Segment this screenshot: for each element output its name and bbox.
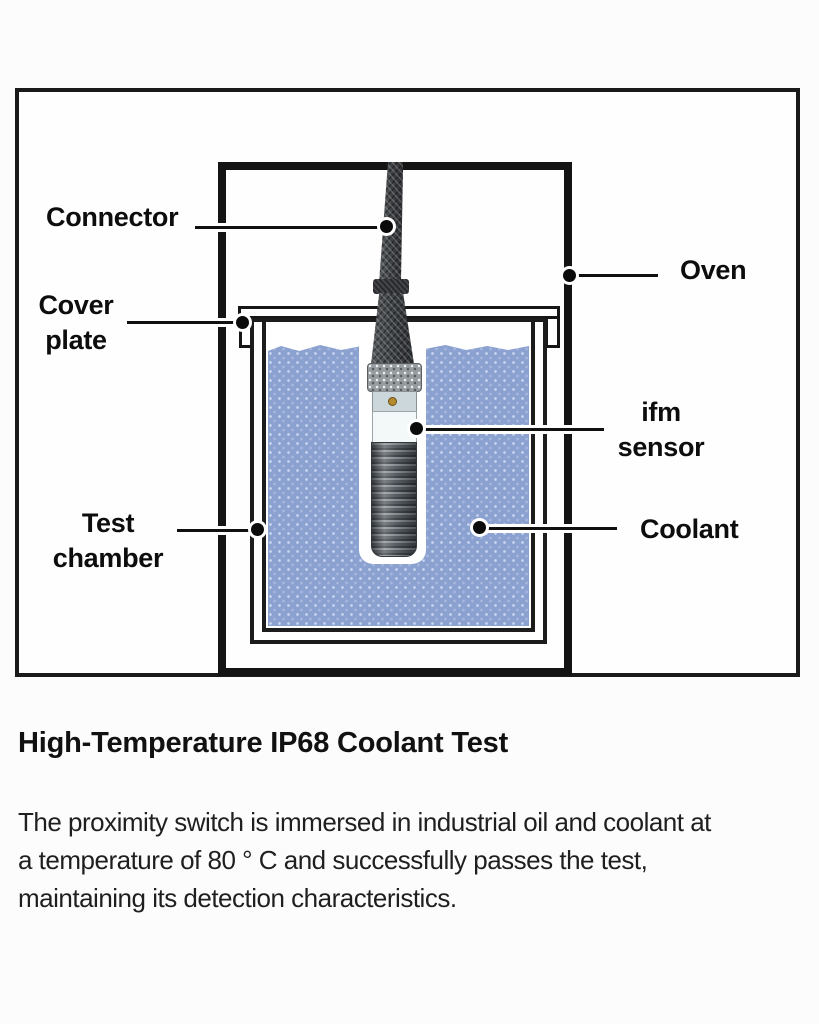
label-coolant: Coolant [640,514,739,544]
label-cover-plate: Cover plate [26,288,126,358]
caption-body-line3: maintaining its detection characteristic… [18,883,457,913]
label-connector: Connector [46,202,179,232]
led-indicator-icon [388,397,397,406]
leader-dot-test-chamber [251,523,264,536]
label-ifm-sensor-line2: sensor [617,432,705,462]
leader-dot-ifm-sensor [410,422,423,435]
leader-line-cover-plate [127,321,245,324]
leader-dot-connector [380,220,393,233]
sensor-barrel [371,442,417,557]
caption-body-line1: The proximity switch is immersed in indu… [18,807,711,837]
label-cover-plate-line1: Cover [38,290,114,320]
label-oven: Oven [680,255,747,285]
label-test-chamber: Test chamber [48,506,168,576]
label-test-chamber-line2: chamber [52,543,164,573]
caption-body-line2: a temperature of 80 ° C and successfully… [18,845,648,875]
caption-title: High-Temperature IP68 Coolant Test [18,727,509,759]
leader-line-oven [570,274,658,277]
label-test-chamber-line1: Test [81,508,135,538]
leader-line-test-chamber [177,529,260,532]
leader-dot-coolant [473,521,486,534]
label-ifm-sensor-line1: ifm [641,397,681,427]
leader-line-ifm-sensor [416,428,604,431]
leader-line-connector [195,226,387,229]
led-collar [372,391,417,412]
leader-dot-cover-plate [236,316,249,329]
label-ifm-sensor: ifm sensor [611,395,711,465]
leader-dot-oven [563,269,576,282]
caption-body: The proximity switch is immersed in indu… [18,803,711,917]
coupling-nut [367,363,422,392]
label-cover-plate-line2: plate [45,325,107,355]
leader-line-coolant [481,527,617,530]
cable-collar [373,279,409,294]
